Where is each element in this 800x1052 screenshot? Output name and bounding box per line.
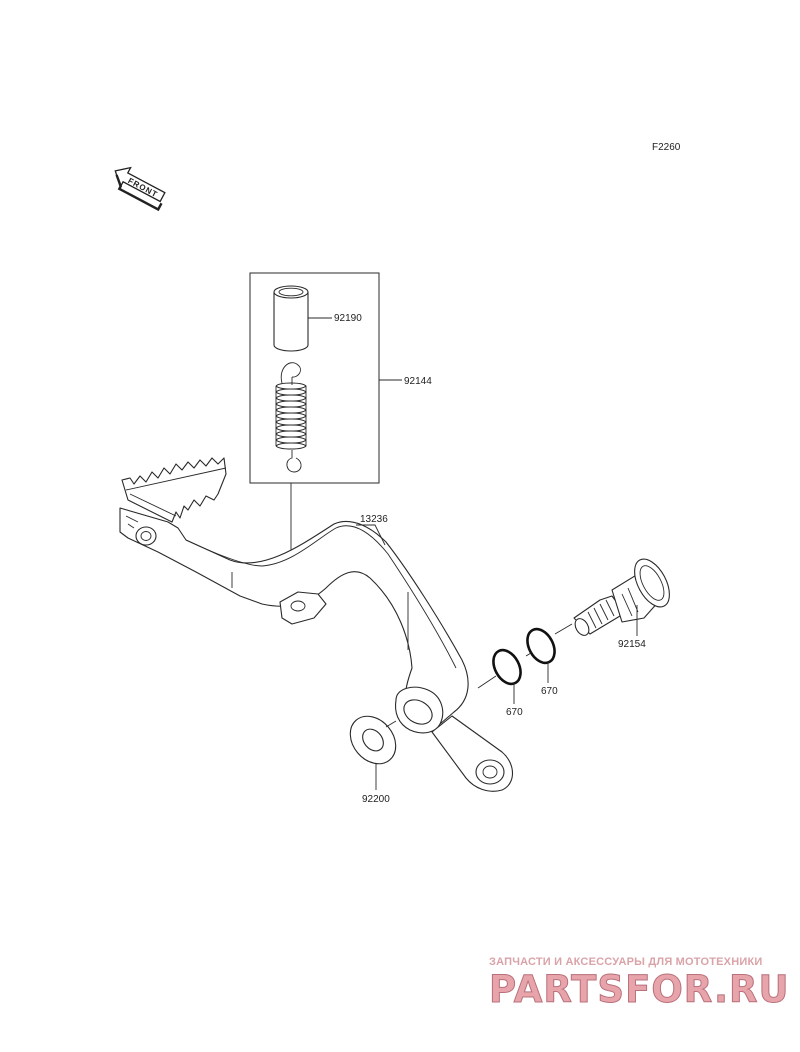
spring-kit-box (249, 272, 380, 484)
part-label-13236: 13236 (360, 514, 388, 525)
o-ring-outer-part (526, 627, 556, 665)
part-label-670-b: 670 (541, 686, 558, 697)
part-label-670-a: 670 (506, 707, 523, 718)
watermark-brand: PARTSFOR.RU (489, 968, 790, 1011)
watermark-tagline: ЗАПЧАСТИ И АКСЕССУАРЫ ДЛЯ МОТОТЕХНИКИ (489, 956, 762, 968)
return-spring-part (275, 362, 307, 473)
collar-part (273, 285, 309, 352)
part-label-92154: 92154 (618, 639, 646, 650)
axis-line (477, 623, 573, 689)
o-ring-inner-part (492, 648, 522, 686)
leader-13236 (356, 524, 386, 546)
axis-line-washer (385, 720, 397, 728)
part-label-92200: 92200 (362, 794, 390, 805)
washer-part (349, 715, 397, 765)
figure-code: F2260 (652, 142, 681, 153)
part-label-92144: 92144 (404, 376, 432, 387)
front-arrow-icon: FRONT (114, 166, 166, 212)
brake-pedal-part (119, 457, 514, 792)
part-label-92190: 92190 (334, 313, 362, 324)
pivot-bolt-part (573, 558, 670, 636)
